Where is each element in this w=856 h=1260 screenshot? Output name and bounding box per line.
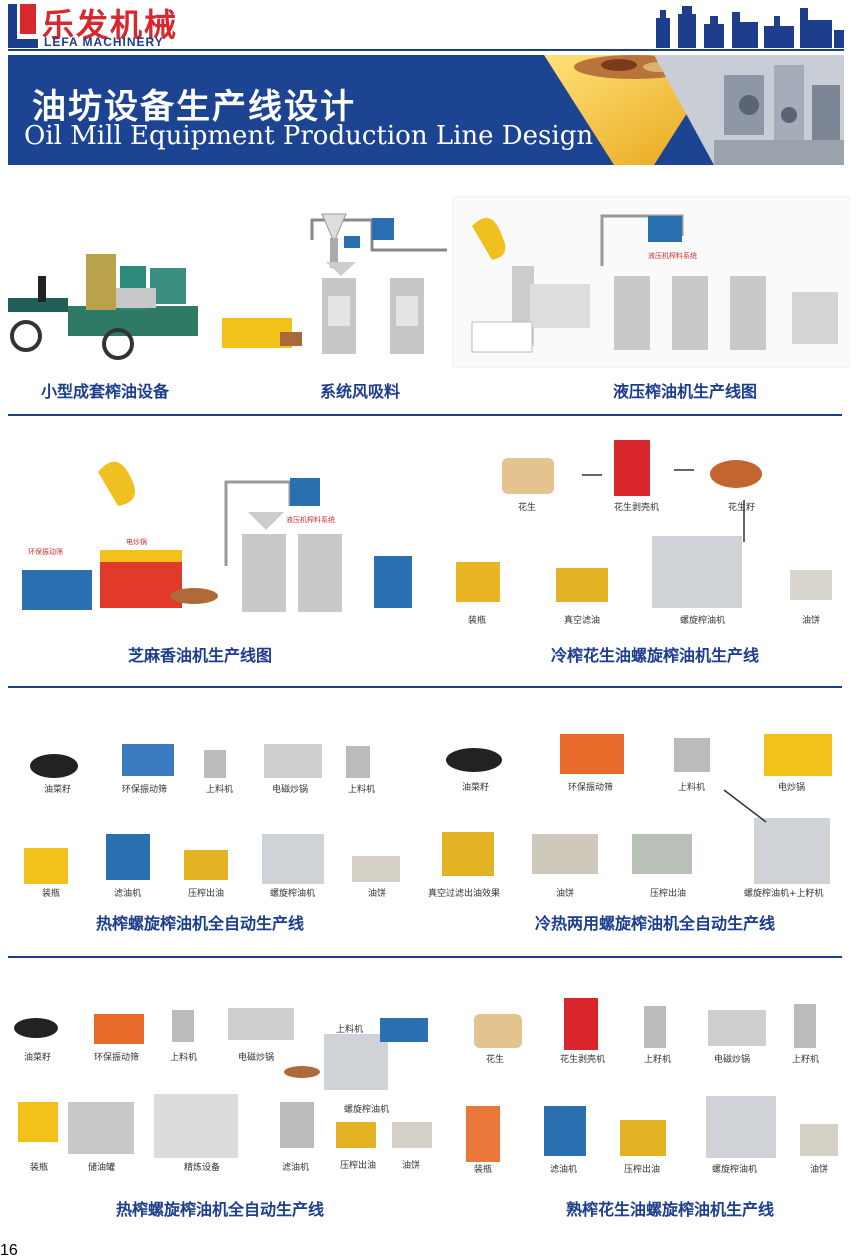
wind-suction-illustration [222,200,452,362]
roaster-label: 电磁炒锅 [272,782,308,795]
tricycle-press-illustration [8,236,204,366]
peanut-sheller-label: 花生剥壳机 [560,1052,605,1065]
hot-press-refining-illustration [8,998,444,1174]
hot-press-rapeseed-illustration [8,716,416,892]
banner-title-en: Oil Mill Equipment Production Line Desig… [24,121,593,151]
oil-cake-label: 油饼 [556,886,574,899]
rapeseed-label: 油菜籽 [462,780,489,793]
caption-mini-press-set: 小型成套榨油设备 [20,378,190,402]
hydraulic-line-illustration: 液压机榨料系统 [452,196,850,368]
oil-cake-label: 油饼 [802,613,820,626]
dual-use-press-illustration [424,704,844,894]
peanut-kernel-label: 花生籽 [728,500,755,513]
rapeseed-label: 油菜籽 [44,782,71,795]
screw-press-label: 螺旋榨油机 [270,886,315,899]
peanut-label: 花生 [486,1052,504,1065]
svg-text:液压机榨料系统: 液压机榨料系统 [286,515,335,524]
pressed-oil-label: 压榨出油 [624,1162,660,1175]
vacuum-filter-result-label: 真空过滤出油效果 [428,886,500,899]
screw-press-label: 螺旋榨油机 [680,613,725,626]
feeder-label: 上料机 [678,780,705,793]
feeder-label: 上料机 [206,782,233,795]
caption-sesame-line: 芝麻香油机生产线图 [100,642,300,666]
bottling-label: 装瓶 [30,1160,48,1173]
bottling-label: 装瓶 [42,886,60,899]
caption-hydraulic-line: 液压榨油机生产线图 [560,378,810,402]
caption-dual-use-line: 冷热两用螺旋榨油机全自动生产线 [510,910,800,934]
pressed-oil-label: 压榨出油 [650,886,686,899]
refining-equipment-label: 精炼设备 [184,1160,220,1173]
caption-wind-suction: 系统风吸料 [280,378,440,402]
roaster-label: 电磁炒锅 [238,1050,274,1063]
oil-cake-label: 油饼 [810,1162,828,1175]
oil-filter-label: 滤油机 [114,886,141,899]
vibrating-screen-label: 环保振动筛 [568,780,613,793]
svg-text:电炒锅: 电炒锅 [126,537,147,546]
machinery-skyline-icon [654,4,844,48]
oil-cake-label: 油饼 [368,886,386,899]
header-rule [8,49,844,51]
oil-cake-label: 油饼 [402,1158,420,1171]
pressed-oil-label: 压榨出油 [188,886,224,899]
roasted-peanut-illustration [460,990,846,1176]
pressed-oil-label: 压榨出油 [340,1158,376,1171]
section-divider [8,686,842,688]
svg-text:环保振动筛: 环保振动筛 [28,547,63,556]
screw-press-feeder-label: 螺旋榨油机+上籽机 [744,886,824,899]
oil-filter-label: 滤油机 [550,1162,577,1175]
brand-name-en: LEFA MACHINERY [44,35,164,49]
sesame-line-illustration: 环保振动筛 电炒锅 液压机榨料系统 [8,446,436,622]
bottling-label: 装瓶 [474,1162,492,1175]
seed-feeder-label: 上籽机 [792,1052,819,1065]
lefa-logo-icon [8,4,38,48]
vibrating-screen-label: 环保振动筛 [122,782,167,795]
seed-feeder-label: 上籽机 [644,1052,671,1065]
cold-press-peanut-illustration [452,430,848,630]
oil-tank-label: 储油罐 [88,1160,115,1173]
rapeseed-label: 油菜籽 [24,1050,51,1063]
vibrating-screen-label: 环保振动筛 [94,1050,139,1063]
section-divider [8,414,842,416]
caption-cold-press-peanut: 冷榨花生油螺旋榨油机生产线 [520,642,790,666]
caption-hot-press-refining: 热榨螺旋榨油机全自动生产线 [90,1196,350,1220]
screw-press-label: 螺旋榨油机 [712,1162,757,1175]
svg-text:液压机榨料系统: 液压机榨料系统 [648,251,697,260]
factory-photo [544,55,844,165]
feeder-label: 上料机 [336,1022,363,1035]
section-divider [8,956,842,958]
caption-hot-press-line: 热榨螺旋榨油机全自动生产线 [70,910,330,934]
feeder-label: 上料机 [170,1050,197,1063]
screw-press-label: 螺旋榨油机 [344,1102,389,1115]
feeder-label: 上料机 [348,782,375,795]
vacuum-filter-label: 真空滤油 [564,613,600,626]
title-banner: 油坊设备生产线设计 Oil Mill Equipment Production … [8,55,844,165]
peanut-sheller-label: 花生剥壳机 [614,500,659,513]
caption-roasted-peanut: 熟榨花生油螺旋榨油机生产线 [540,1196,800,1220]
roaster-label: 电炒锅 [778,780,805,793]
peanut-label: 花生 [518,500,536,513]
page-number: 16 [0,1242,18,1260]
roaster-label: 电磁炒锅 [714,1052,750,1065]
bottling-label: 装瓶 [468,613,486,626]
oil-filter-label: 滤油机 [282,1160,309,1173]
